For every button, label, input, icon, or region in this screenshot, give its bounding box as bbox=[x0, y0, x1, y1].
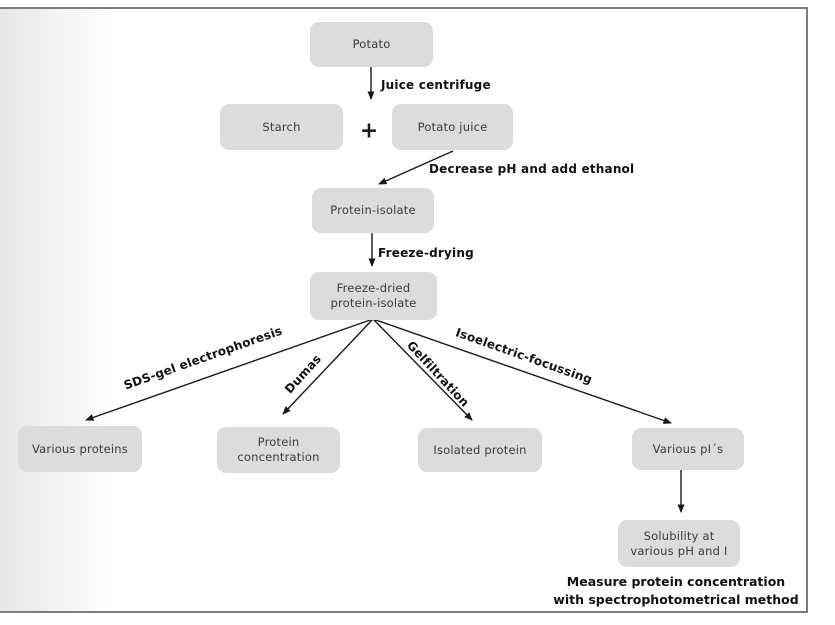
node-various-proteins-label: Various proteins bbox=[32, 441, 128, 456]
arrow-isoelectric bbox=[372, 318, 672, 424]
node-protein-concentration: Protein concentration bbox=[217, 427, 340, 473]
node-solubility-line1: Solubility at bbox=[643, 528, 715, 543]
node-potato-label: Potato bbox=[352, 37, 391, 51]
node-potato-juice-label: Potato juice bbox=[417, 119, 488, 134]
node-solubility: Solubility at various pH and I bbox=[618, 520, 740, 567]
node-potato-juice: Potato juice bbox=[392, 104, 513, 150]
node-starch: Starch bbox=[220, 104, 343, 150]
node-freeze-dried-line1: Freeze-dried bbox=[336, 281, 411, 295]
edge-label-decrease-ph: Decrease pH and add ethanol bbox=[429, 162, 635, 176]
node-isolated-protein: Isolated protein bbox=[418, 428, 542, 472]
node-various-proteins: Various proteins bbox=[18, 426, 142, 472]
node-protein-concentration-line1: Protein bbox=[257, 435, 300, 449]
node-potato: Potato bbox=[310, 22, 433, 67]
measure-note-line1: Measure protein concentration bbox=[566, 574, 786, 589]
node-protein-isolate: Protein-isolate bbox=[312, 188, 434, 233]
node-protein-isolate-label: Protein-isolate bbox=[330, 203, 416, 217]
node-protein-concentration-line2: concentration bbox=[237, 450, 320, 464]
node-isolated-protein-label: Isolated protein bbox=[433, 442, 527, 457]
node-various-pis: Various pI´s bbox=[632, 428, 744, 470]
node-various-pis-label: Various pI´s bbox=[652, 441, 724, 456]
node-freeze-dried-line2: protein-isolate bbox=[330, 296, 417, 310]
arrow-dumas bbox=[282, 318, 374, 415]
arrow-gelfiltration bbox=[372, 318, 473, 421]
arrow-juice-to-isolate bbox=[378, 150, 454, 185]
node-starch-label: Starch bbox=[262, 119, 301, 134]
edge-label-juice-centrifuge: Juice centrifuge bbox=[381, 78, 491, 92]
plus-sign: + bbox=[359, 118, 379, 144]
measure-note-line2: with spectrophotometrical method bbox=[553, 592, 799, 607]
node-solubility-line2: various pH and I bbox=[630, 543, 728, 558]
arrow-sds-gel bbox=[85, 318, 374, 421]
edge-label-freeze-drying: Freeze-drying bbox=[378, 246, 474, 260]
measure-note: Measure protein concentration with spect… bbox=[540, 573, 812, 609]
node-freeze-dried: Freeze-dried protein-isolate bbox=[310, 272, 437, 320]
